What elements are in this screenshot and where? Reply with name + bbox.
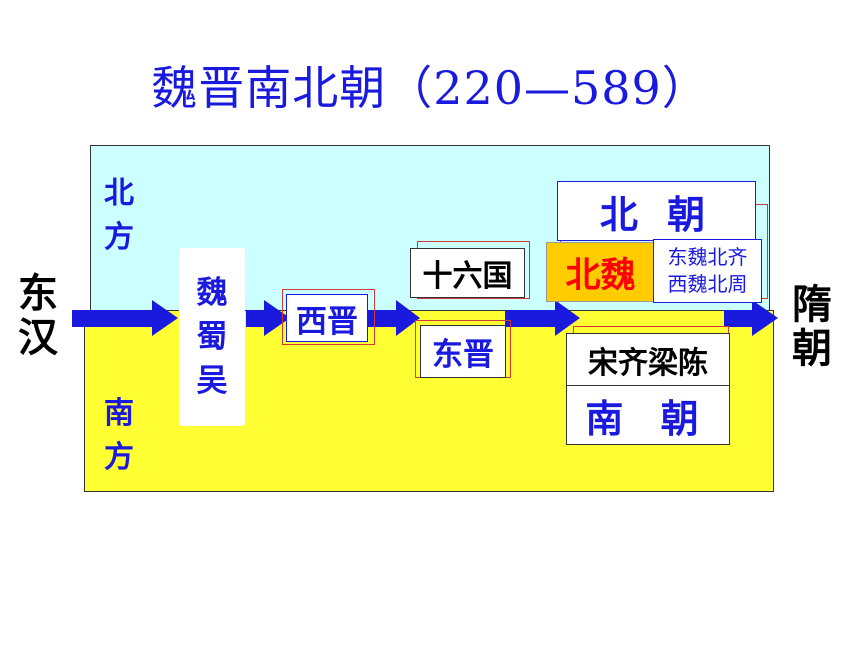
eastern-wei-northern-qi: 东魏北齐 xyxy=(667,245,748,269)
sixteen-kingdoms-box: 十六国 xyxy=(410,248,525,298)
north-label-char-2: 方 xyxy=(104,220,134,255)
three-kingdoms-char-1: 魏 xyxy=(196,275,228,311)
northern-wei-successors-box: 东魏北齐 西魏北周 xyxy=(653,239,762,303)
start-dynasty-char-2: 汉 xyxy=(18,315,58,361)
three-kingdoms-char-2: 蜀 xyxy=(196,319,228,355)
north-label-char-1: 北 xyxy=(104,176,134,211)
arrow-1 xyxy=(72,300,178,336)
north-label: 北 方 xyxy=(99,172,139,260)
western-jin-box: 西晋 xyxy=(286,294,368,342)
start-dynasty-char-1: 东 xyxy=(18,271,58,317)
arrow-4 xyxy=(505,300,580,336)
xijin-frame xyxy=(282,289,375,345)
page-title: 魏晋南北朝（220—589） xyxy=(151,61,709,115)
three-kingdoms-box: 魏 蜀 吴 xyxy=(179,248,245,426)
south-label: 南 方 xyxy=(99,392,139,480)
south-label-char-2: 方 xyxy=(104,440,134,475)
arrow-5 xyxy=(724,300,778,336)
southern-sequence-box: 宋齐梁陈 xyxy=(566,333,730,387)
western-wei-northern-zhou: 西魏北周 xyxy=(667,272,748,296)
end-dynasty: 隋 朝 xyxy=(788,283,836,371)
end-dynasty-char-2: 朝 xyxy=(792,326,832,372)
northern-dynasties-box: 北 朝 xyxy=(557,181,756,241)
arrow-2 xyxy=(246,300,290,336)
northern-wei-box: 北魏 xyxy=(546,242,655,302)
three-kingdoms-char-3: 吴 xyxy=(196,363,228,399)
end-dynasty-char-1: 隋 xyxy=(792,282,832,328)
south-label-char-1: 南 xyxy=(104,396,134,431)
eastern-jin-box: 东晋 xyxy=(420,325,506,378)
southern-dynasties-box: 南 朝 xyxy=(566,385,730,445)
arrow-3 xyxy=(366,300,420,336)
start-dynasty: 东 汉 xyxy=(14,272,62,360)
